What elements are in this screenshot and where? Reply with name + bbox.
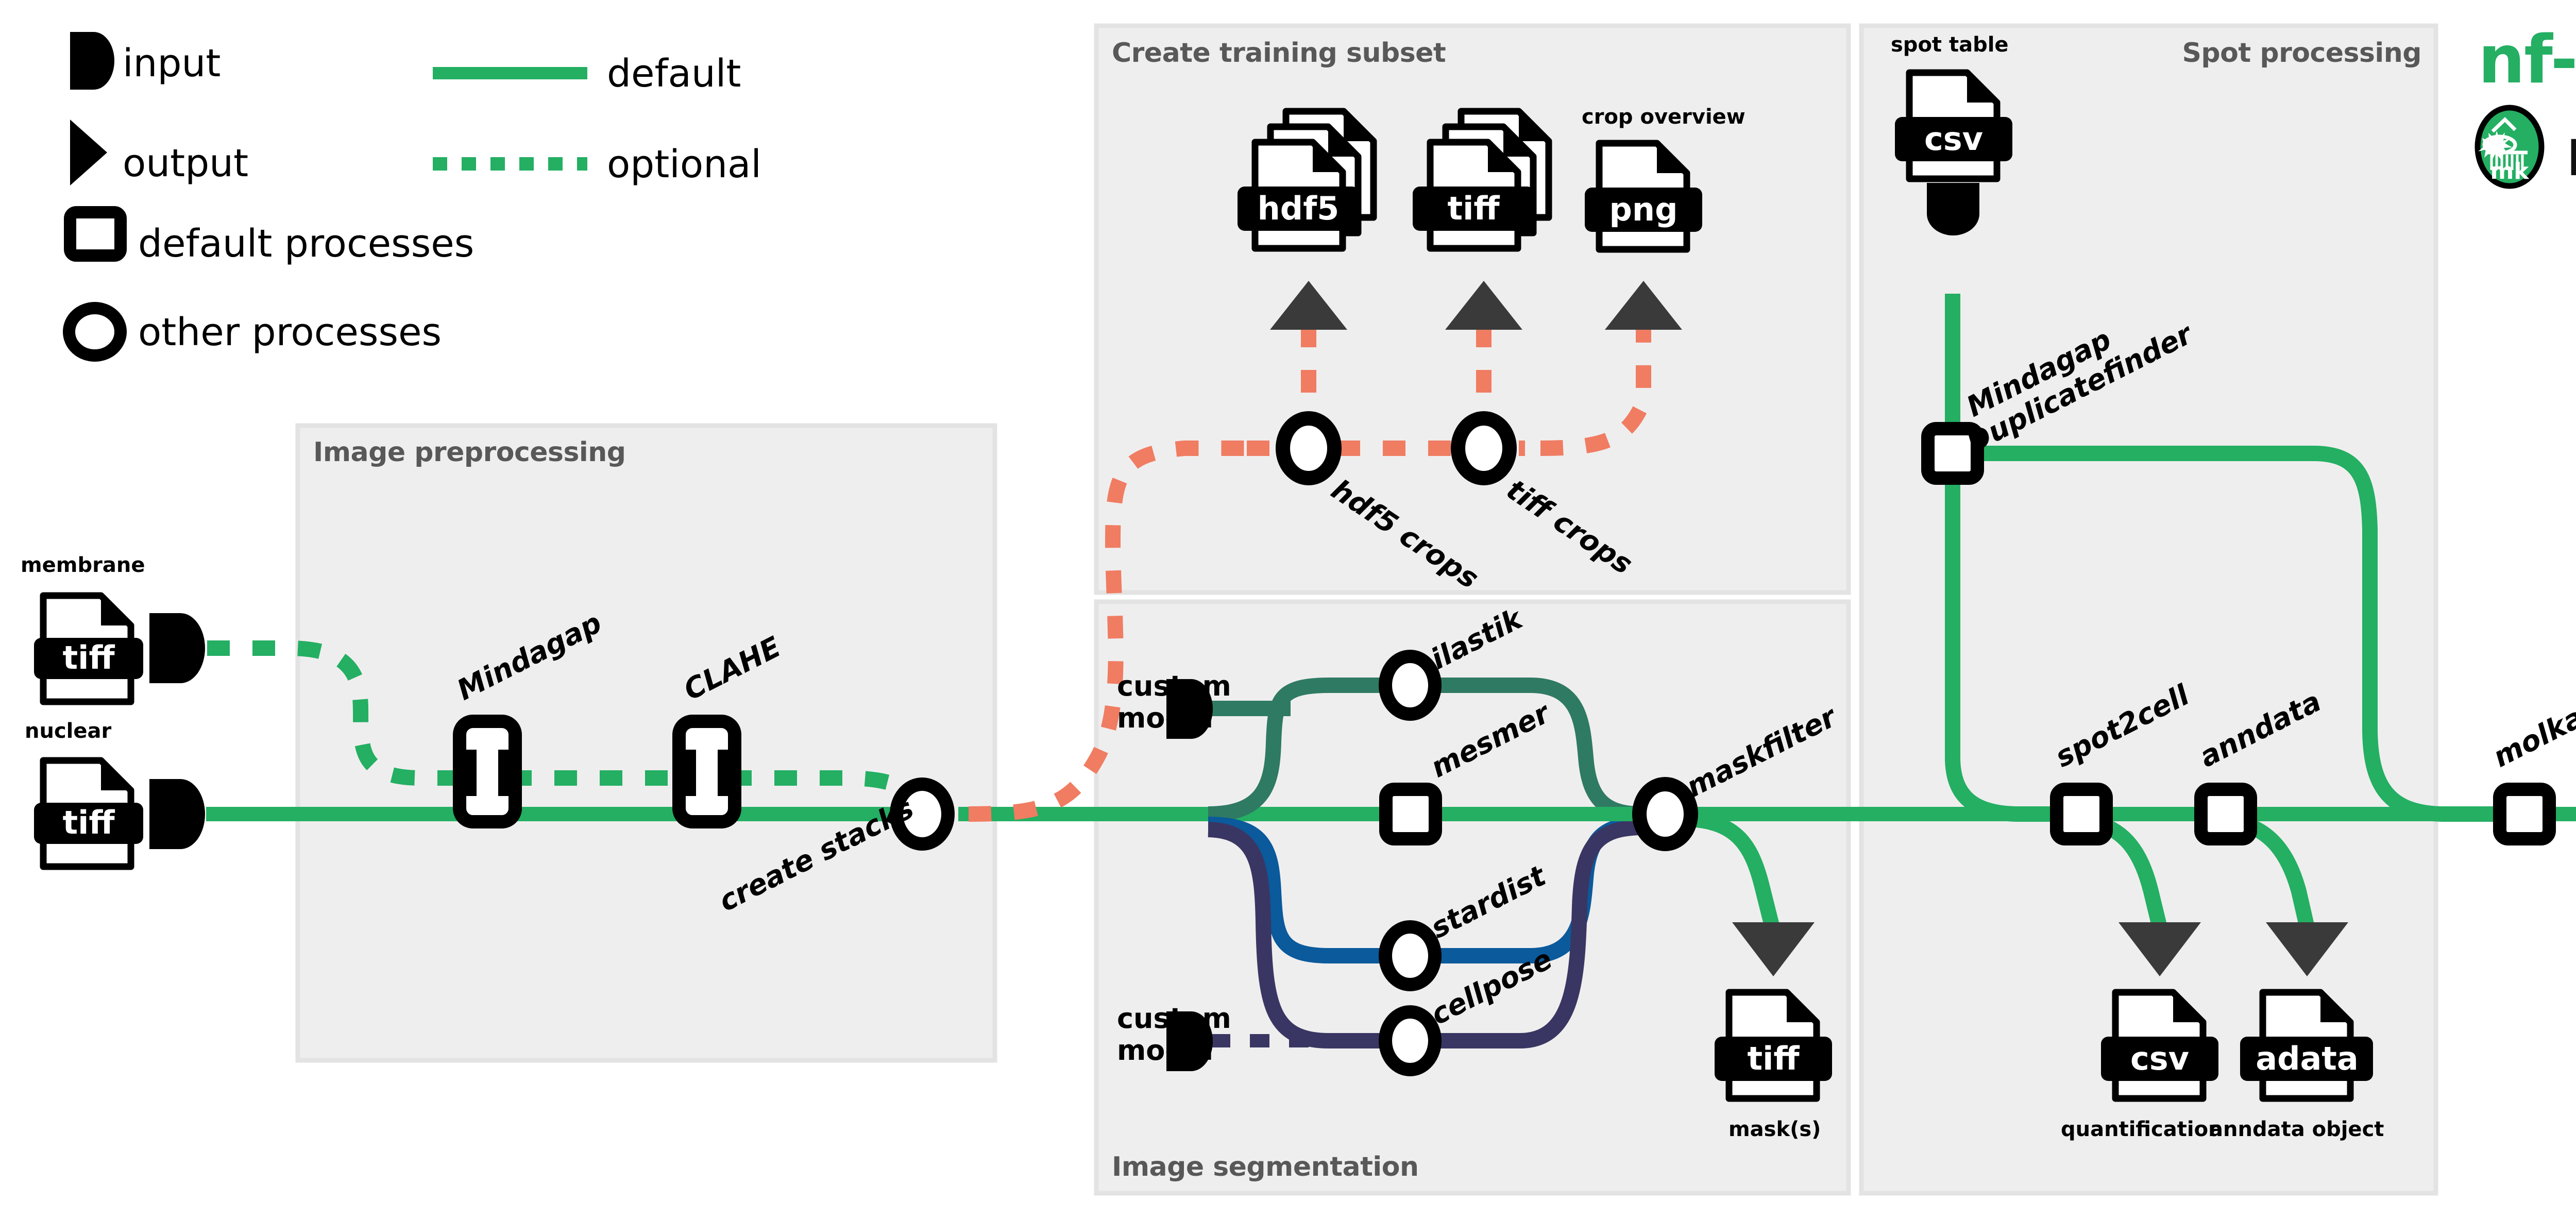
- file-icon-mask: tiff: [1715, 992, 1832, 1098]
- output-arrow-anndata: [2266, 922, 2348, 976]
- input-shape-custom-model-ilastik: [1166, 679, 1213, 739]
- output-arrow-tiffcrops: [1445, 281, 1522, 330]
- file-ext-label: tiff: [1747, 1040, 1800, 1077]
- legend-label-other-processes: other processes: [138, 310, 442, 354]
- panel-title-preprocessing: Image preprocessing: [313, 437, 626, 468]
- nfcore-logo: nf-core/ mk: [2475, 22, 2576, 191]
- file-ext-label: adata: [2256, 1040, 2359, 1077]
- brand-prefix: nf-: [2478, 22, 2576, 98]
- process-node-mindagap[interactable]: [453, 715, 522, 828]
- file-icon-crop-overview: png: [1585, 143, 1702, 249]
- legend-label-input: input: [123, 41, 221, 86]
- process-node-spot2cell[interactable]: [2050, 783, 2113, 845]
- output-arrow-quantification: [2119, 922, 2201, 976]
- file-ext-label: csv: [1924, 120, 1983, 158]
- file-ext-label: hdf5: [1258, 190, 1340, 227]
- square-icon: [64, 206, 127, 262]
- file-ext-label: tiff: [62, 804, 115, 841]
- circle-icon: [63, 302, 127, 362]
- input-shape-icon: [70, 32, 114, 90]
- process-node-molkartqc[interactable]: [2493, 783, 2556, 845]
- process-node-mesmer[interactable]: [1379, 783, 1442, 845]
- process-node-create-stacks[interactable]: [890, 777, 955, 851]
- brand-pipeline: molkart: [2566, 114, 2576, 191]
- process-label-molkartqc: molkartqc: [2488, 671, 2576, 773]
- process-node-cellpose[interactable]: [1379, 1005, 1442, 1076]
- output-arrow-icon: [70, 120, 107, 185]
- flow-maskfilter-output: [1689, 811, 1780, 929]
- file-caption-anndata: anndata object: [2209, 1118, 2384, 1141]
- file-icon-hdf5-crops: hdf5: [1238, 111, 1374, 248]
- molkart-badge-icon: mk: [2475, 105, 2545, 189]
- legend-label-optional-line: optional: [607, 142, 761, 187]
- process-node-maskfilter[interactable]: [1632, 777, 1698, 851]
- process-node-stardist[interactable]: [1379, 920, 1442, 991]
- input-shape-membrane: [149, 613, 205, 683]
- process-node-tiff-crops[interactable]: [1451, 411, 1517, 485]
- file-icon-tiff-crops: tiff: [1413, 111, 1549, 248]
- panel-title-segmentation: Image segmentation: [1112, 1152, 1419, 1182]
- file-caption-spot-table: spot table: [1891, 33, 2009, 57]
- file-icon-spot-table: csv: [1895, 73, 2012, 179]
- file-ext-label: png: [1609, 191, 1678, 228]
- panel-image-preprocessing: Image preprocessing: [295, 423, 997, 1063]
- file-ext-label: csv: [2130, 1040, 2189, 1077]
- file-ext-label: tiff: [1447, 190, 1500, 227]
- output-arrow-hdf5: [1270, 281, 1347, 330]
- badge-text: mk: [2490, 158, 2530, 184]
- process-node-clahe[interactable]: [672, 715, 741, 828]
- file-caption-nuclear: nuclear: [25, 719, 111, 743]
- file-ext-label: tiff: [62, 639, 115, 676]
- file-caption-membrane: membrane: [21, 553, 145, 577]
- file-icon-quantification: csv: [2101, 992, 2218, 1098]
- flow-segmentation-branches: [1208, 678, 1641, 1048]
- file-caption-quantification: quantification: [2061, 1118, 2223, 1141]
- file-icon-membrane-tiff: tiff: [34, 596, 143, 702]
- legend-label-output: output: [123, 141, 248, 185]
- input-shape-custom-model-cellpose: [1166, 1011, 1213, 1071]
- process-node-mindagap-duplicatefinder[interactable]: [1921, 422, 1984, 485]
- process-node-hdf5-crops[interactable]: [1276, 411, 1342, 485]
- panel-image-segmentation: Image segmentation: [1094, 599, 1851, 1196]
- process-node-ilastik[interactable]: [1379, 650, 1442, 721]
- output-arrow-png: [1605, 281, 1682, 330]
- process-node-anndata[interactable]: [2194, 783, 2257, 845]
- panel-title-training-subset: Create training subset: [1112, 38, 1446, 69]
- svg-text:nf-core/: nf-core/: [2478, 22, 2576, 98]
- output-arrow-mask: [1732, 922, 1815, 976]
- panel-title-spot-processing: Spot processing: [2182, 38, 2421, 69]
- legend-label-default-line: default: [607, 52, 741, 96]
- file-icon-anndata: adata: [2240, 992, 2373, 1098]
- input-shape-nuclear: [149, 779, 205, 849]
- file-caption-crop-overview: crop overview: [1582, 105, 1745, 129]
- file-icon-nuclear-tiff: tiff: [34, 760, 143, 867]
- legend-label-default-processes: default processes: [138, 222, 474, 266]
- input-shape-spot-table: [1927, 183, 1979, 235]
- file-caption-mask: mask(s): [1728, 1118, 1821, 1141]
- legend: input output default processes other pro…: [63, 32, 761, 362]
